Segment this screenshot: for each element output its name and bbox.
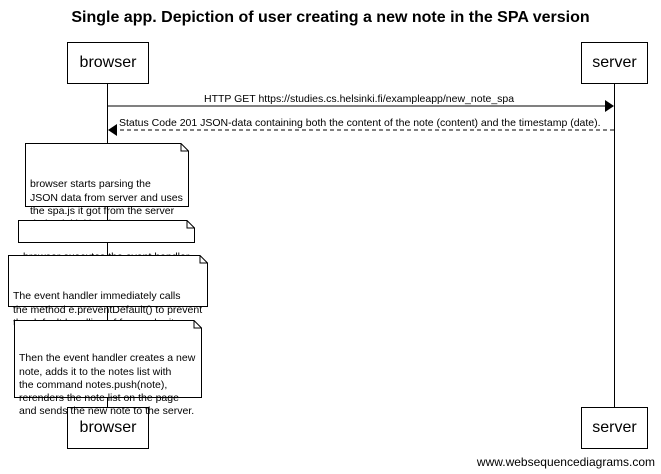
note-2: browser executes the event handler — [18, 220, 195, 263]
message-arrowhead-1 — [605, 100, 614, 112]
note-3-shape — [8, 255, 208, 307]
participant-server-top: server — [581, 42, 648, 84]
message-label-2: Status Code 201 JSON-data containing bot… — [119, 117, 601, 129]
note-3: The event handler immediately calls the … — [8, 255, 208, 329]
participant-server-bottom: server — [581, 407, 648, 449]
server-lifeline — [614, 84, 615, 407]
participant-browser-label: browser — [79, 419, 137, 436]
note-2-shape — [18, 220, 195, 243]
diagram-title: Single app. Depiction of user creating a… — [71, 9, 590, 26]
participant-browser-bottom: browser — [67, 407, 149, 449]
note-4-text: Then the event handler creates a new not… — [19, 352, 196, 418]
note-4-shape — [14, 320, 202, 398]
note-4: Then the event handler creates a new not… — [14, 320, 202, 417]
footer-credit: www.websequencediagrams.com — [476, 455, 655, 469]
note-1-shape — [25, 143, 189, 207]
participant-server-label: server — [592, 54, 637, 71]
participant-browser-top: browser — [67, 42, 149, 84]
message-label-1: HTTP GET https://studies.cs.helsinki.fi/… — [204, 93, 515, 105]
note-1: browser starts parsing the JSON data fro… — [25, 143, 189, 230]
participant-server-label: server — [592, 419, 637, 436]
participant-browser-label: browser — [79, 54, 137, 71]
browser-lifeline — [107, 84, 108, 407]
message-arrowhead-2 — [108, 124, 117, 136]
